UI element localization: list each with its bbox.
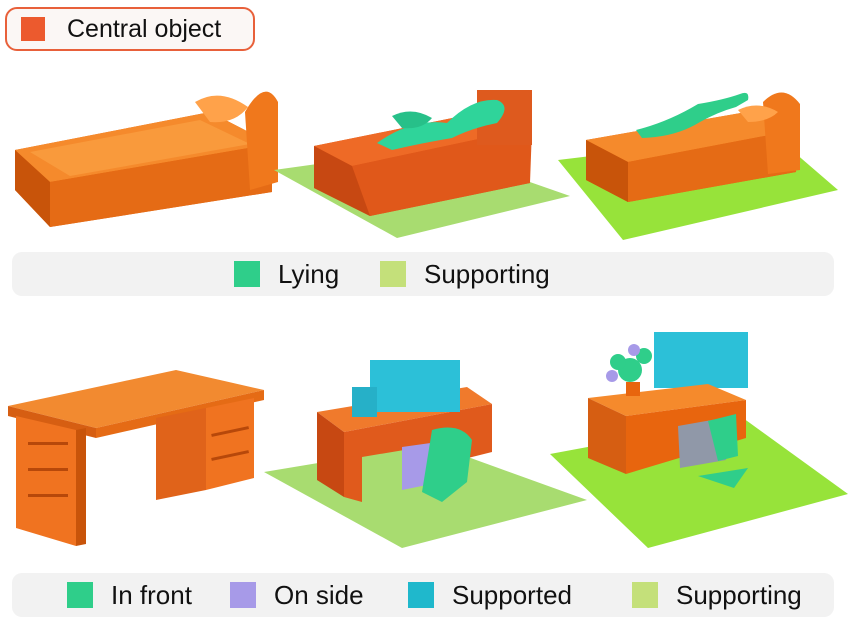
supported-swatch	[408, 582, 434, 608]
desk-central-object	[8, 370, 264, 546]
legend-item-supporting: Supporting	[380, 252, 550, 296]
desk-voxel-scene	[264, 360, 587, 548]
supporting-swatch	[380, 261, 406, 287]
in-front-label: In front	[111, 579, 192, 610]
supporting-label: Supporting	[424, 258, 550, 289]
legend-item-supporting-2: Supporting	[632, 573, 802, 617]
bed-voxel-scene	[274, 90, 570, 238]
lying-label: Lying	[278, 258, 340, 289]
legend-item-supported: Supported	[408, 573, 572, 617]
supporting-swatch-2	[632, 582, 658, 608]
lying-swatch	[234, 261, 260, 287]
in-front-swatch	[67, 582, 93, 608]
desk-rendered-scene	[550, 332, 848, 548]
legend-row-desks: In front On side Supported Supporting	[12, 573, 834, 617]
bed-central-object	[15, 91, 278, 227]
on-side-label: On side	[274, 579, 364, 610]
on-side-swatch	[230, 582, 256, 608]
legend-item-in-front: In front	[67, 573, 192, 617]
central-object-label: Central object	[67, 14, 222, 43]
legend-item-lying: Lying	[234, 252, 339, 296]
bed-rendered-scene	[558, 92, 838, 240]
supported-label: Supported	[452, 579, 572, 610]
supporting-label-2: Supporting	[676, 579, 802, 610]
central-object-swatch	[21, 17, 45, 41]
central-object-legend: Central object	[5, 7, 255, 51]
legend-item-on-side: On side	[230, 573, 364, 617]
legend-row-beds: Lying Supporting	[12, 252, 834, 296]
